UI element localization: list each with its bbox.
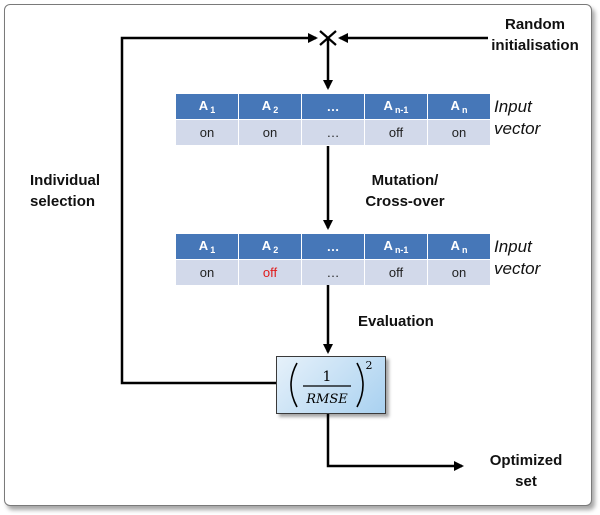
vector-value-cell: off [364, 259, 428, 285]
label-optimized-set: Optimized set [489, 452, 563, 490]
fitness-formula: 1 RMSE 2 [290, 359, 373, 408]
vector-header-cell: … [301, 234, 365, 260]
junction-mark [319, 30, 337, 46]
label-individual-selection: Individual selection [30, 172, 101, 210]
label-input-vector-1: Input vector [494, 97, 541, 138]
vector-value-row: on on … off on [176, 119, 490, 145]
label-mutation-crossover: Mutation/ Cross-over [365, 172, 445, 210]
vector-value-cell: off [364, 119, 428, 145]
vector-value-cell: on [427, 119, 490, 145]
vector-value-cell: on [238, 119, 302, 145]
vector-value-cell: on [176, 259, 239, 285]
vector-value-cell: on [427, 259, 490, 285]
fitness-numerator: 1 [323, 369, 332, 385]
label-evaluation: Evaluation [358, 313, 434, 330]
label-input-vector-2: Input vector [494, 237, 541, 278]
fitness-exponent: 2 [366, 359, 373, 372]
vector-value-cell: … [301, 259, 365, 285]
vector-header-cell: … [301, 94, 365, 120]
vector-value-cell: off [238, 259, 302, 285]
fitness-denominator: RMSE [305, 392, 348, 407]
label-random-initialisation: Random initialisation [491, 16, 579, 54]
vector-value-cell: … [301, 119, 365, 145]
mutated-value: off [262, 265, 278, 280]
vector-value-cell: on [176, 119, 239, 145]
fitness-formula-box: 1 RMSE 2 [276, 356, 386, 414]
arrow-optimized [326, 412, 464, 471]
vector-value-row: on off … off on [176, 259, 490, 285]
arrow-selection-loop [120, 33, 318, 385]
